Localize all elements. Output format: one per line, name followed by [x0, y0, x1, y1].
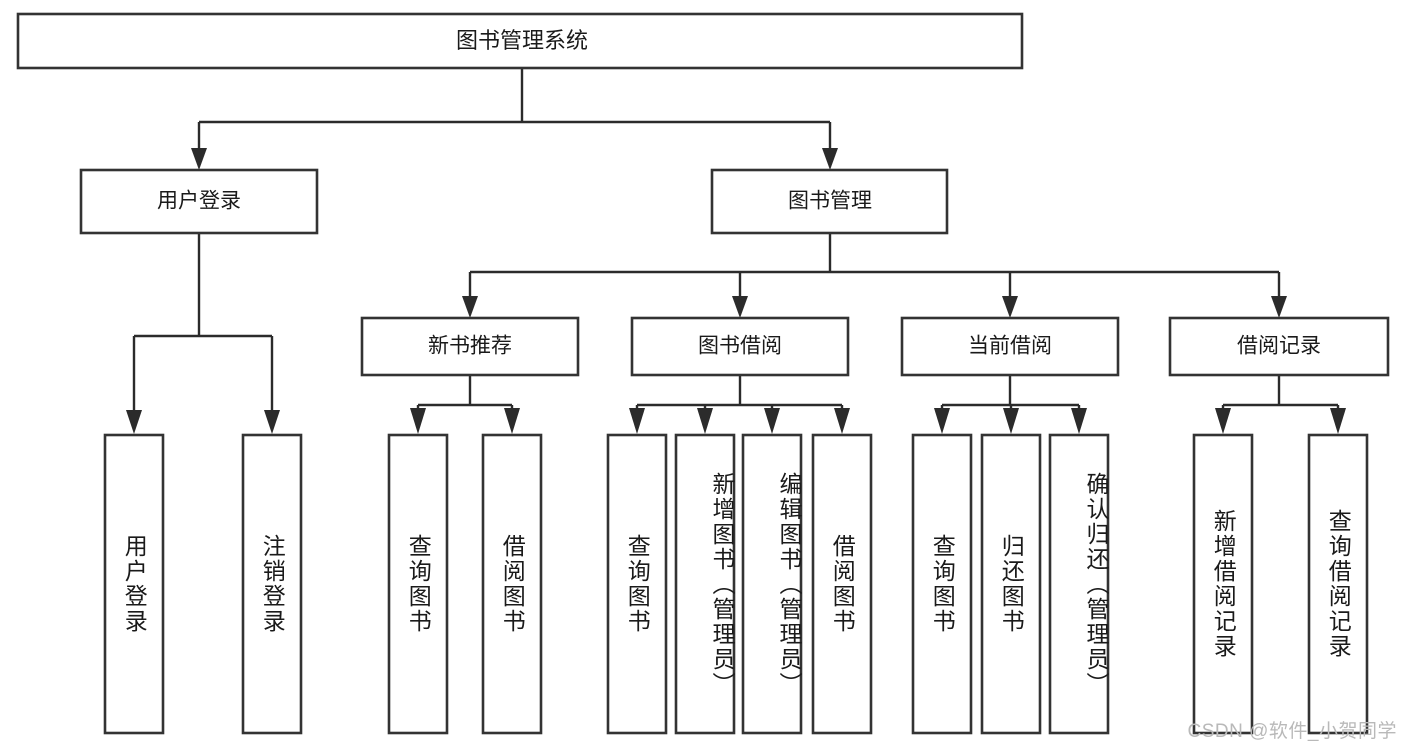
arrow-head-book-borrow — [732, 296, 748, 318]
node-current-borrow-label: 当前借阅 — [968, 335, 1052, 358]
leaf-box-newbook-borrow[interactable] — [481, 433, 543, 735]
node-borrow-record[interactable]: 借阅记录 — [1168, 316, 1390, 377]
node-book-borrow-label: 图书借阅 — [698, 335, 782, 358]
node-book-manage[interactable]: 图书管理 — [710, 168, 949, 235]
arrow-head-borrowrecord-leaf-2 — [1330, 408, 1346, 434]
connector-group-bookmanage-to-level2 — [462, 233, 1287, 318]
node-current-borrow-box[interactable] — [900, 316, 1120, 377]
arrow-head-new-book — [462, 296, 478, 318]
arrow-head-leaf-user-login — [126, 410, 142, 434]
connector-group-root-to-level1 — [191, 68, 838, 170]
arrow-head-newbook-leaf-1 — [410, 408, 426, 434]
arrow-head-leaf-logout — [264, 410, 280, 434]
connector-group-borrowrecord-to-leaves — [1215, 375, 1346, 434]
connector-group-newbook-to-leaves — [410, 375, 520, 434]
node-borrow-record-box[interactable] — [1168, 316, 1390, 377]
node-book-manage-label: 图书管理 — [788, 190, 872, 213]
arrow-head-user-login — [191, 148, 207, 170]
leaf-box-logout[interactable] — [241, 433, 303, 735]
arrow-head-current-borrow — [1002, 296, 1018, 318]
csdn-watermark: CSDN @软件_小贺同学 — [1187, 721, 1397, 742]
connector-group-userlogin-to-leaves — [126, 233, 280, 434]
arrow-head-newbook-leaf-2 — [504, 408, 520, 434]
node-book-borrow-box[interactable] — [630, 316, 850, 377]
connector-group-currentborrow-to-leaves — [934, 375, 1087, 434]
leaf-box-borrowrecord-query[interactable] — [1307, 433, 1369, 735]
node-user-login[interactable]: 用户登录 — [79, 168, 319, 235]
node-new-book-recommend[interactable]: 新书推荐 — [360, 316, 580, 377]
node-book-borrow[interactable]: 图书借阅 — [630, 316, 850, 377]
node-root-label: 图书管理系统 — [456, 28, 588, 53]
arrow-head-borrow-record — [1271, 296, 1287, 318]
leaf-box-bookborrow-borrow[interactable] — [811, 433, 873, 735]
leaf-box-currentborrow-return[interactable] — [980, 433, 1042, 735]
node-new-book-recommend-box[interactable] — [360, 316, 580, 377]
node-borrow-record-label: 借阅记录 — [1237, 335, 1321, 358]
arrow-head-currentborrow-leaf-1 — [934, 408, 950, 434]
connector-group-bookborrow-to-leaves — [629, 375, 850, 434]
arrow-head-bookborrow-leaf-1 — [629, 408, 645, 434]
arrow-head-currentborrow-leaf-2 — [1003, 408, 1019, 434]
leaf-box-newbook-query[interactable] — [387, 433, 449, 735]
leaf-box-currentborrow-query[interactable] — [911, 433, 973, 735]
node-user-login-box[interactable] — [79, 168, 319, 235]
arrow-head-book-manage — [822, 148, 838, 170]
leaf-box-borrowrecord-add[interactable] — [1192, 433, 1254, 735]
leaf-box-bookborrow-query[interactable] — [606, 433, 668, 735]
arrow-head-bookborrow-leaf-4 — [834, 408, 850, 434]
leaf-box-currentborrow-confirm[interactable] — [1048, 433, 1110, 735]
arrow-head-borrowrecord-leaf-1 — [1215, 408, 1231, 434]
node-current-borrow[interactable]: 当前借阅 — [900, 316, 1120, 377]
arrow-head-bookborrow-leaf-2 — [697, 408, 713, 434]
leaf-box-bookborrow-edit[interactable] — [741, 433, 803, 735]
node-root[interactable]: 图书管理系统 — [16, 12, 1024, 70]
arrow-head-bookborrow-leaf-3 — [764, 408, 780, 434]
node-user-login-label: 用户登录 — [157, 190, 241, 213]
leaf-box-user-login[interactable] — [103, 433, 165, 735]
node-book-manage-box[interactable] — [710, 168, 949, 235]
node-new-book-recommend-label: 新书推荐 — [428, 335, 512, 358]
arrow-head-currentborrow-leaf-3 — [1071, 408, 1087, 434]
leaf-box-bookborrow-add[interactable] — [674, 433, 736, 735]
node-root-box[interactable] — [16, 12, 1024, 70]
